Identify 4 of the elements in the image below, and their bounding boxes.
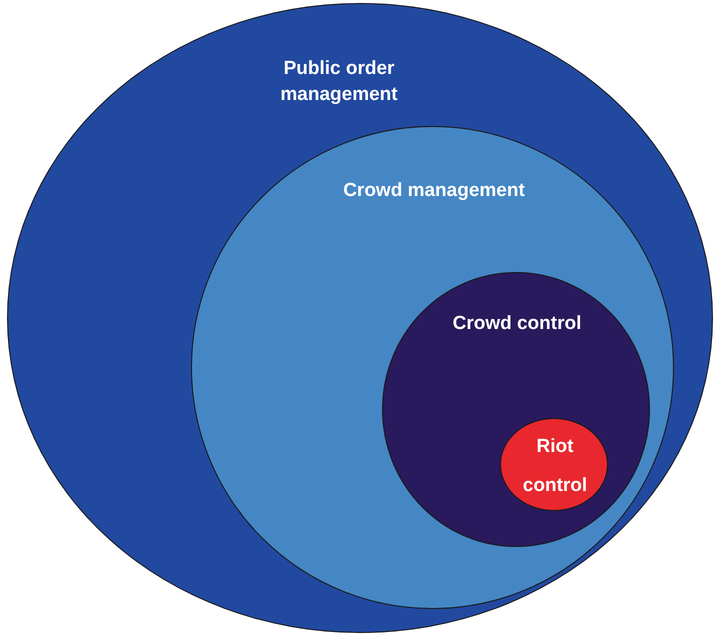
region-label: Public order management xyxy=(279,57,399,107)
region-label: Riot control xyxy=(522,435,588,498)
region-label: Crowd management xyxy=(342,179,526,203)
region-label: Crowd control xyxy=(452,312,582,336)
